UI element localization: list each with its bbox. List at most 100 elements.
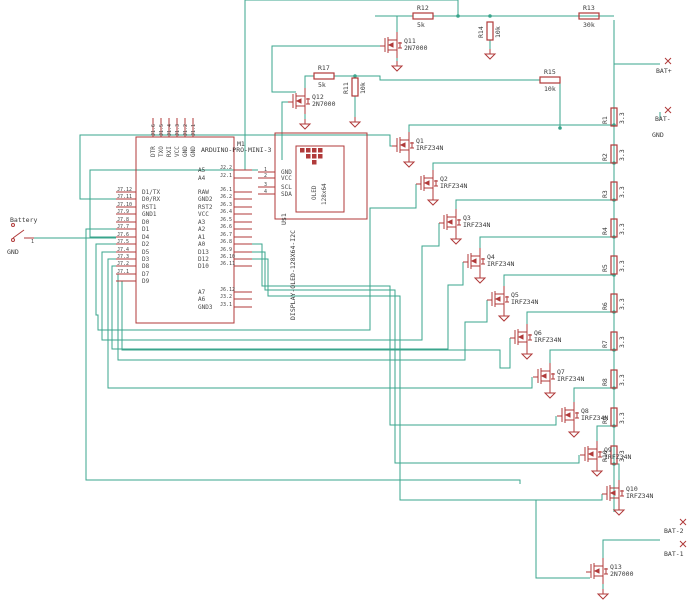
mosfet-value: IRFZ34N bbox=[626, 492, 653, 500]
arduino-right-pin: A4 bbox=[198, 175, 206, 182]
arduino-left-pin: D1 bbox=[142, 226, 150, 233]
load-resistor-7-ref: R7 bbox=[601, 340, 609, 348]
wire bbox=[535, 500, 590, 579]
mosfet-value: IRFZ34N bbox=[557, 375, 584, 383]
mosfet-arrow bbox=[609, 490, 616, 496]
load-resistor-4 bbox=[610, 218, 618, 238]
load-resistor-2 bbox=[610, 144, 618, 164]
load-resistor-6-value: 3.3 bbox=[618, 298, 626, 310]
resistor-r17-ref: R17 bbox=[318, 64, 330, 72]
mosfet-ref: Q9 bbox=[604, 446, 612, 454]
oled-pin: GND bbox=[281, 169, 292, 176]
arduino-right-pin: A2 bbox=[198, 226, 206, 233]
oled-value: DISPLAY-OLED-128X64-I2C bbox=[289, 230, 297, 320]
resistor-body bbox=[486, 21, 494, 41]
mosfet-diode bbox=[434, 180, 438, 187]
ground-symbol bbox=[473, 273, 487, 284]
resistor-body bbox=[578, 12, 600, 20]
load-resistor-4-value: 3.3 bbox=[618, 223, 626, 235]
mosfet-q6 bbox=[510, 324, 532, 350]
resistor-body bbox=[412, 12, 434, 20]
oled-pixel bbox=[306, 154, 311, 159]
arduino-right-pin: A6 bbox=[198, 296, 206, 303]
load-resistor-8-value: 3.3 bbox=[618, 374, 626, 386]
resistor-body bbox=[610, 293, 618, 313]
oled-pixel bbox=[300, 148, 305, 153]
mosfet-q5 bbox=[487, 286, 509, 312]
oled-pixel bbox=[312, 160, 317, 165]
arduino-right-pin: A0 bbox=[198, 241, 206, 248]
mosfet-ref: Q7 bbox=[557, 368, 565, 376]
mosfet-gate bbox=[586, 563, 595, 579]
mosfet-diode bbox=[410, 142, 414, 149]
mosfet-channel bbox=[565, 402, 575, 428]
load-resistor-3-value: 3.3 bbox=[618, 186, 626, 198]
oled-pin-number: 2 bbox=[264, 173, 267, 179]
mosfet-diode bbox=[528, 334, 532, 341]
arduino-right-pin: A5 bbox=[198, 167, 206, 174]
load-resistor-10 bbox=[610, 445, 618, 465]
mosfet-value: IRFZ34N bbox=[487, 260, 514, 268]
ground-symbol bbox=[402, 157, 416, 168]
battery-terminal bbox=[11, 238, 15, 242]
resistor-r11-value: 10k bbox=[359, 82, 367, 94]
arduino-left-pin: D0 bbox=[142, 219, 150, 226]
load-resistor-9 bbox=[610, 407, 618, 427]
resistor-body bbox=[351, 77, 359, 97]
wire-drain bbox=[408, 124, 614, 132]
resistor-body bbox=[610, 331, 618, 351]
mosfet-ref: Q12 bbox=[312, 93, 324, 101]
arduino-left-pad: J7.9 bbox=[117, 209, 129, 215]
ground-symbol bbox=[298, 119, 312, 130]
mosfet-q3 bbox=[439, 209, 461, 235]
load-resistor-5-value: 3.3 bbox=[618, 260, 626, 272]
arduino-right-pin: A7 bbox=[198, 289, 206, 296]
arduino-left-pad: J7.5 bbox=[117, 239, 129, 245]
wire bbox=[355, 75, 540, 81]
oled-inner-label: OLED bbox=[311, 185, 318, 200]
wire-gate bbox=[252, 243, 557, 426]
wire-gate bbox=[111, 262, 464, 350]
mosfet-diode bbox=[604, 568, 608, 575]
arduino-top-pad: J1.4 bbox=[167, 124, 173, 136]
mosfet-arrow bbox=[587, 451, 594, 457]
ground-symbol bbox=[596, 589, 610, 600]
ground-symbol bbox=[426, 195, 440, 206]
mosfet-channel bbox=[447, 209, 457, 235]
mosfet-channel bbox=[424, 170, 434, 196]
wire-gate bbox=[95, 184, 417, 331]
ground-symbol bbox=[567, 427, 581, 438]
mosfet-gate bbox=[510, 329, 519, 345]
resistor-body bbox=[313, 72, 335, 80]
resistor-body bbox=[610, 181, 618, 201]
mosfet-ref: Q5 bbox=[511, 291, 519, 299]
arduino-value: ARDUINO-PRO-MINI-3 bbox=[201, 146, 272, 154]
mosfet-value: IRFZ34N bbox=[463, 221, 490, 229]
load-resistor-7 bbox=[610, 331, 618, 351]
arduino-top-pad: J1.3 bbox=[175, 124, 181, 136]
wire-drain bbox=[479, 236, 614, 248]
ground-symbol bbox=[497, 311, 511, 322]
mosfet-value: IRFZ34N bbox=[604, 453, 631, 461]
arduino-right-pad: J2.2 bbox=[220, 165, 232, 171]
mosfet-channel bbox=[495, 286, 505, 312]
mosfet-ref: Q6 bbox=[534, 329, 542, 337]
oled-screen bbox=[295, 145, 345, 213]
arduino-right-pin: D12 bbox=[198, 256, 209, 263]
mosfet-arrow bbox=[446, 219, 453, 225]
mosfet-ref: Q1 bbox=[416, 137, 424, 145]
mosfet-gate bbox=[463, 253, 472, 269]
arduino-right-pad: J3.2 bbox=[220, 294, 232, 300]
mosfet-ref: Q10 bbox=[626, 485, 638, 493]
battery-gnd-label: GND bbox=[7, 248, 19, 256]
mosfet-channel bbox=[400, 132, 410, 158]
mosfet-gate bbox=[439, 214, 448, 230]
wire-gate bbox=[252, 251, 580, 464]
arduino-right-pin: RAW bbox=[198, 189, 209, 196]
arduino-right-pad: J6.2 bbox=[220, 194, 232, 200]
mosfet-channel bbox=[296, 88, 306, 114]
arduino-right-pin: D13 bbox=[198, 249, 209, 256]
arduino-right-pin: A3 bbox=[198, 219, 206, 226]
arduino-right-pad: J6.11 bbox=[220, 261, 235, 267]
